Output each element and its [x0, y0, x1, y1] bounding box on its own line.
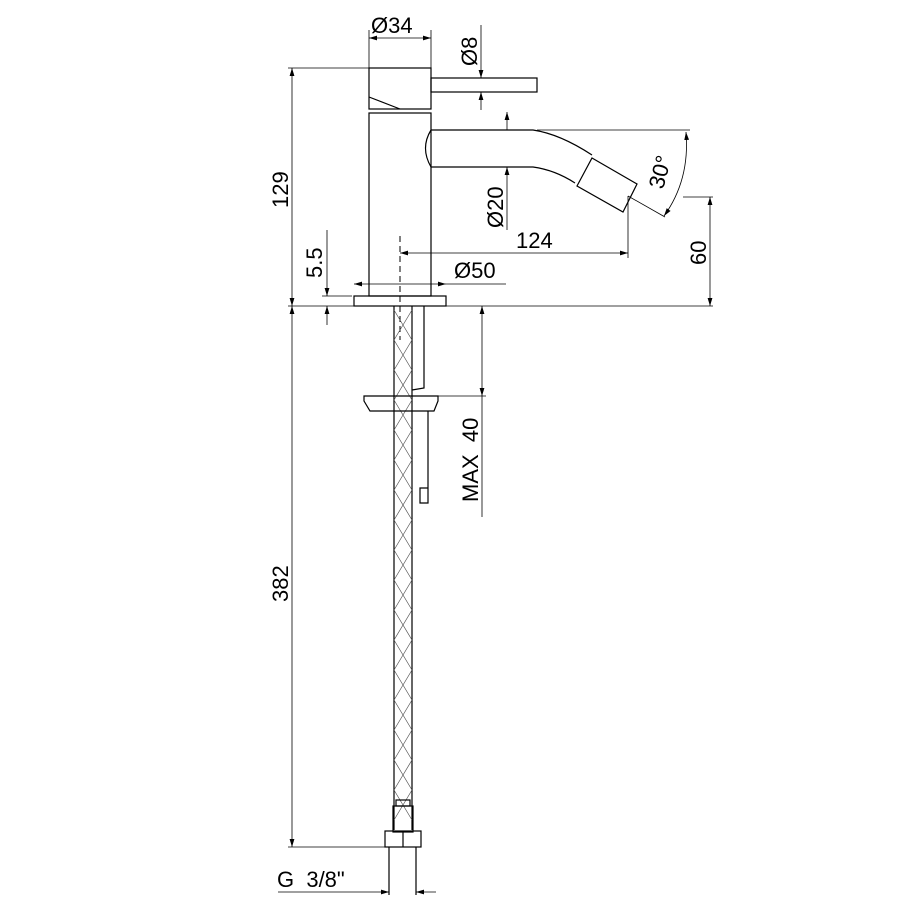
label-max-deck: MAX 40 [458, 418, 483, 502]
hose-braid [393, 309, 413, 821]
hose-outline [393, 306, 413, 830]
label-hose-length: 382 [268, 565, 293, 602]
spout-top [431, 129, 593, 156]
lever [430, 77, 538, 93]
label-handle-diameter: Ø34 [371, 13, 413, 38]
dim-30-arc [663, 131, 690, 217]
label-connection-thread: G 3/8" [277, 867, 345, 892]
label-total-height: 129 [268, 171, 293, 208]
label-spout-height: 60 [686, 241, 711, 265]
threaded-rod [411, 306, 425, 391]
nozzle [576, 157, 638, 213]
handle-bevel [368, 96, 401, 110]
spout-bottom [431, 166, 576, 184]
connector-pipe [388, 847, 417, 895]
label-lever-diameter: Ø8 [457, 37, 482, 66]
dimension-lines [278, 25, 713, 895]
fixing-nut [419, 411, 429, 504]
label-spout-angle: 30° [644, 153, 677, 192]
label-spout-reach: 124 [516, 228, 553, 253]
label-spout-diameter: Ø20 [483, 186, 508, 228]
spout-joint [424, 129, 432, 168]
handle-cap [368, 67, 432, 110]
faucet-body [353, 67, 638, 340]
label-base-thickness: 5.5 [302, 247, 327, 278]
hose-connector [392, 805, 414, 833]
label-base-diameter: Ø50 [454, 258, 496, 283]
under-deck [363, 306, 439, 895]
fixing-washer [363, 395, 439, 412]
